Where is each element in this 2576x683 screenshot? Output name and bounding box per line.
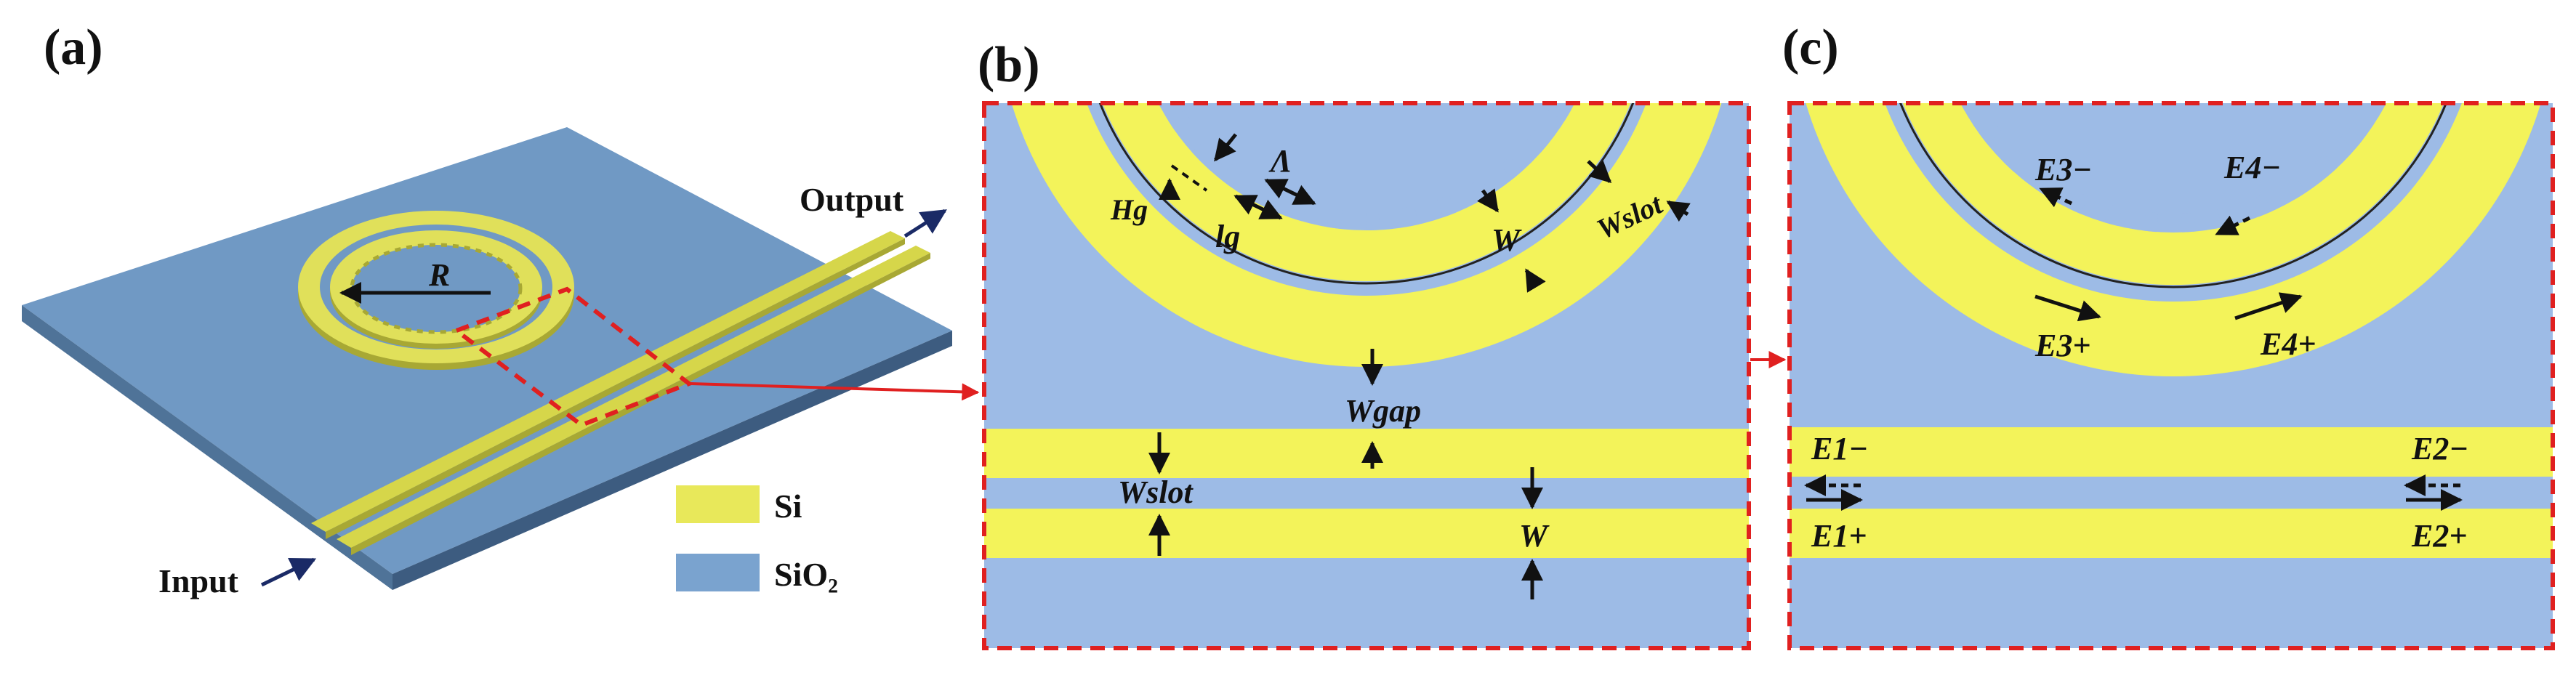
- label-wslot-bus: Wslot: [1118, 474, 1194, 510]
- panel-b-label: (b): [978, 37, 1040, 93]
- label-e3-minus: E3−: [2034, 152, 2092, 187]
- bus-waveguides: [311, 231, 930, 555]
- substrate-side-left: [22, 305, 393, 590]
- label-w-bus: W: [1519, 518, 1550, 554]
- panel-b: (b): [978, 37, 1751, 650]
- label-e4-minus: E4−: [2223, 150, 2281, 185]
- legend-label-si: Si: [774, 488, 802, 525]
- label-wgap: Wgap: [1345, 393, 1421, 429]
- substrate-side-right: [393, 331, 952, 590]
- bus-top-c: [1790, 427, 2553, 477]
- frame-c: [1787, 101, 2555, 650]
- output-arrow: [903, 209, 947, 238]
- bus-top-b: [984, 429, 1749, 478]
- label-e1-plus: E1+: [1811, 518, 1867, 554]
- label-e3-plus: E3+: [2034, 328, 2090, 363]
- input-label: Input: [158, 562, 239, 599]
- panel-a-label: (a): [44, 20, 103, 76]
- panel-a: (a) R Output Input: [22, 20, 980, 599]
- label-e1-minus: E1−: [1811, 431, 1868, 466]
- label-w-ring: W: [1492, 222, 1522, 258]
- grating-teeth-b: [1158, 103, 1575, 230]
- label-hg: Hg: [1110, 193, 1148, 226]
- input-arrow: [260, 557, 317, 587]
- legend-label-sio2: SiO₂: [774, 556, 838, 593]
- panel-c-label: (c): [1782, 20, 1839, 76]
- label-e2-minus: E2−: [2411, 431, 2468, 466]
- output-label: Output: [800, 181, 904, 218]
- frame-b: [982, 101, 1751, 650]
- label-e4-plus: E4+: [2260, 326, 2316, 362]
- legend: Si SiO₂: [676, 485, 838, 593]
- label-lambda: Λ: [1268, 143, 1292, 179]
- legend-swatch-sio2: [676, 554, 760, 591]
- bus-bottom-b: [984, 509, 1749, 558]
- radius-label: R: [428, 257, 450, 293]
- panel-c: (c) E3− E4− E3+ E4+ E1− E: [1782, 20, 2555, 650]
- zoom-arrow-to-b: [690, 382, 980, 401]
- label-lg: lg: [1215, 219, 1240, 254]
- zoom-region: [451, 286, 694, 428]
- label-e2-plus: E2+: [2411, 518, 2467, 554]
- legend-swatch-si: [676, 485, 760, 523]
- bus-bottom-c: [1790, 509, 2553, 558]
